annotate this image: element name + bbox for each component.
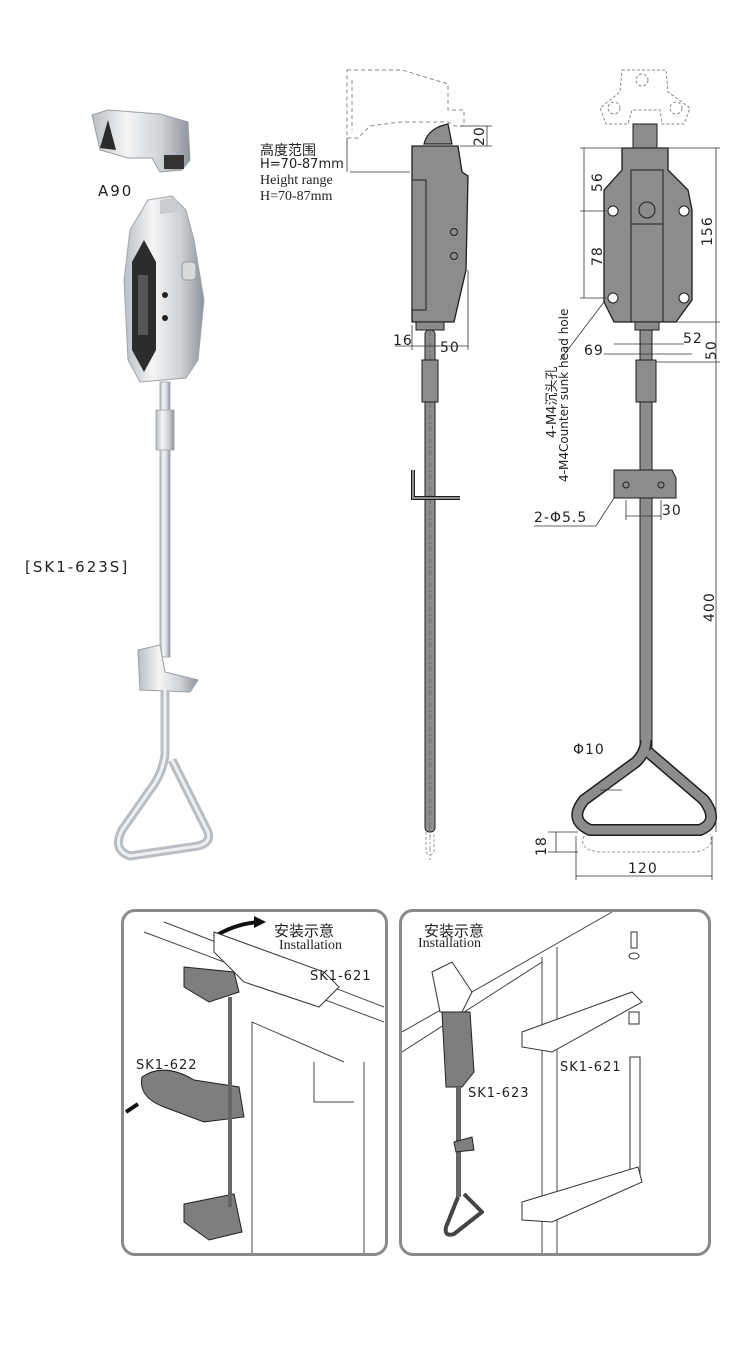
side-view-graphic [346,69,492,860]
hole-note-en: 4-M4Counter sunk head hole [557,308,571,482]
dim-hole-spacing: 78 [590,246,606,266]
installation-panel-right: 安装示意 Installation SK1-623 SK1-621 [399,909,711,1256]
bracket-hole-note: 2-Φ5.5 [534,510,588,526]
accessory-label: A90 [98,182,134,200]
product-model-label: [SK1-623S] [25,558,130,576]
installation-title-en: Installation [279,938,342,953]
height-range-cn: 高度范围 [260,144,316,159]
dim-rod-length: 400 [702,592,718,622]
dim-handle-width: 120 [628,861,658,877]
front-view-graphic [534,69,720,880]
dim-handle-offset: 18 [534,836,550,856]
lock-body-image [123,195,205,383]
dim-rod-diameter: Φ10 [573,742,605,758]
installation-left-graphic [124,916,385,1253]
rod-image [159,381,171,658]
installation-right-graphic [402,912,643,1253]
product-photo-graphic [91,109,214,861]
height-range-en-value: H=70-87mm [260,189,333,204]
dim-body-width: 69 [584,343,604,359]
dim-hole-width: 52 [683,331,703,347]
installation-title-cn: 安装示意 [274,924,335,940]
dim-top-to-hole: 56 [590,172,606,192]
a90-bracket-image [91,109,191,173]
dim-coupler-length: 50 [704,340,720,360]
height-range-en: Height range [260,173,333,188]
installation-title-en: Installation [418,936,481,951]
dim-bracket-hole-spacing: 30 [662,503,682,519]
installation-title-cn: 安装示意 [424,924,485,940]
part-label-sk1-622: SK1-622 [136,1058,198,1073]
height-range-cn-value: H=70-87mm [260,157,344,172]
part-label-sk1-623: SK1-623 [468,1086,530,1101]
dim-body-height: 156 [700,216,716,246]
part-label-sk1-621: SK1-621 [560,1060,622,1075]
dim-left-offset: 16 [393,333,413,349]
installation-panel-left: 安装示意 Installation SK1-621 SK1-622 [121,909,388,1256]
dim-depth: 50 [440,340,460,356]
part-label-sk1-621: SK1-621 [310,969,372,984]
